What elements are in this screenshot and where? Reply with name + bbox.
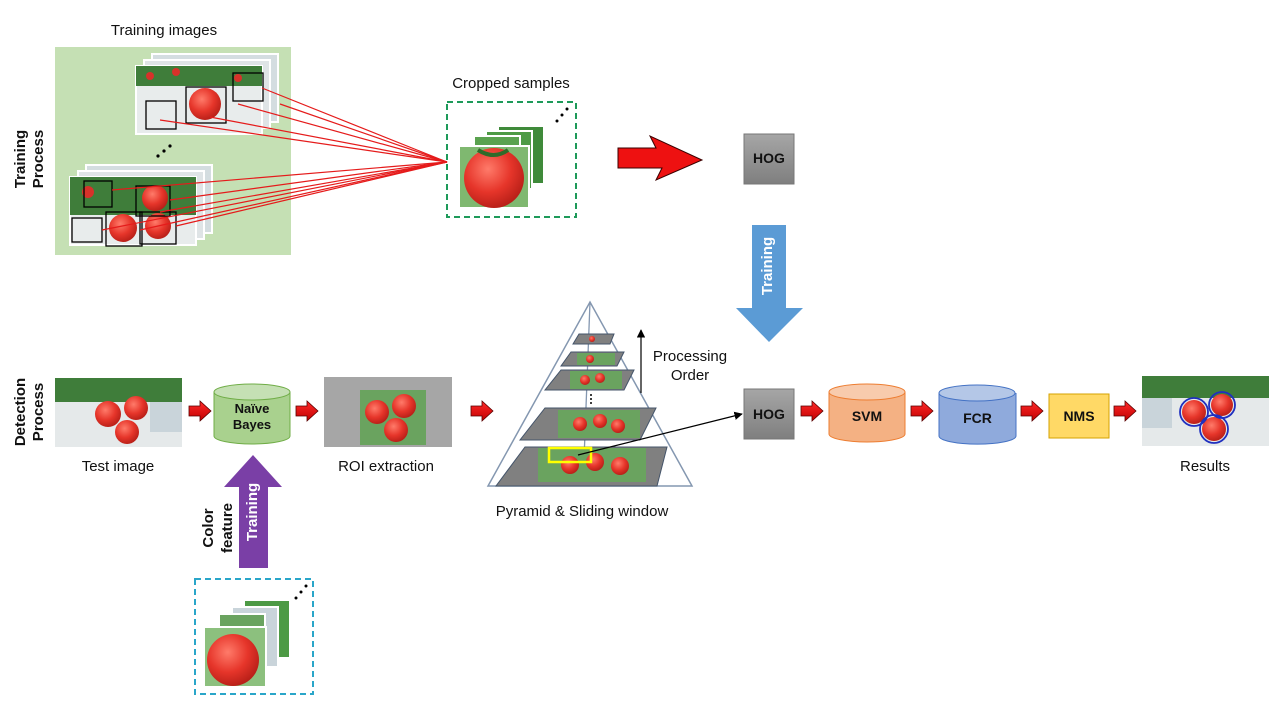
label-training-blue: Training (759, 236, 776, 296)
fcr-cylinder (938, 384, 1017, 445)
svm-cylinder (828, 383, 906, 443)
label-results: Results (1179, 458, 1231, 475)
hog-block-bottom (743, 388, 795, 440)
nms-label: NMS (1063, 408, 1095, 424)
label-training-images: Training images (110, 22, 218, 39)
sampling-lines (101, 87, 448, 231)
label-training-purple: Training (244, 482, 261, 542)
label-order: Order (670, 367, 710, 384)
training-images-panel (55, 47, 291, 255)
results-image (1142, 376, 1269, 446)
hog-block-top (743, 133, 795, 185)
naive-bayes-cylinder (213, 383, 291, 445)
label-pyramid: Pyramid & Sliding window (495, 503, 669, 520)
training-image-2 (69, 164, 213, 247)
label-test-image: Test image (81, 458, 155, 475)
hog-top-label: HOG (753, 150, 785, 166)
label-processing: Processing (652, 348, 728, 365)
test-image (55, 378, 182, 447)
roi-extraction-image (324, 377, 452, 447)
section-label-training: Training Process (12, 129, 47, 189)
image-pyramid (486, 300, 743, 487)
section-label-detection: Detection Process (12, 377, 47, 447)
label-cropped-samples: Cropped samples (452, 75, 570, 92)
label-processing-order: Processing Order (648, 347, 732, 385)
training-arrow-blue (736, 225, 803, 342)
hog-bottom-label: HOG (753, 406, 785, 422)
label-roi-extraction: ROI extraction (338, 458, 434, 475)
fcr-label: FCR (963, 410, 992, 426)
color-samples (194, 578, 314, 695)
red-arrows (188, 400, 1137, 422)
nms-block (1048, 393, 1110, 439)
training-ellipsis (156, 144, 172, 158)
training-image-1 (135, 53, 279, 135)
training-arrow-purple (224, 455, 282, 568)
big-red-arrow (617, 134, 704, 182)
cropped-samples (446, 101, 577, 218)
svm-label: SVM (851, 408, 883, 424)
